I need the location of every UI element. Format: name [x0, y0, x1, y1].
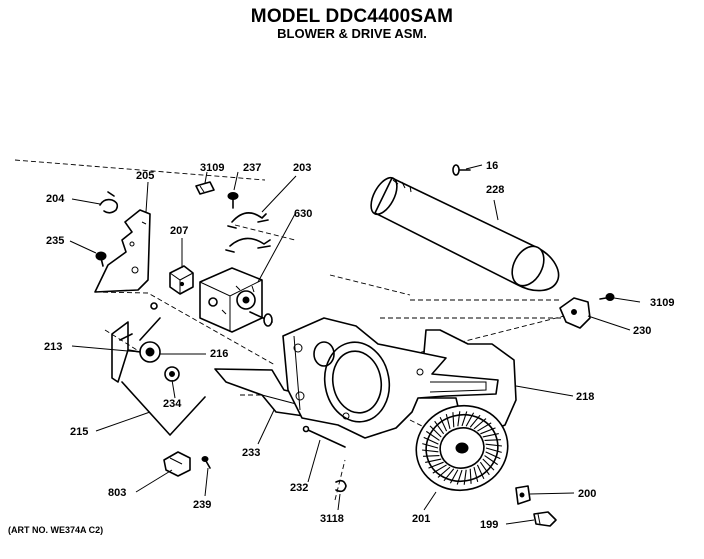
lamp-199[interactable] — [533, 511, 557, 527]
label-239: 239 — [193, 499, 211, 511]
blower-vane — [439, 416, 448, 432]
blower-housing-218[interactable] — [282, 317, 517, 439]
label-215: 215 — [70, 426, 88, 438]
blower-vane — [469, 414, 481, 428]
screw-3109-top[interactable] — [195, 181, 215, 195]
label-16: 16 — [486, 160, 498, 172]
blower-vane — [437, 466, 451, 478]
idler-pulley-234[interactable] — [164, 366, 180, 382]
blower-vane — [434, 420, 445, 435]
blower-vane — [422, 443, 439, 449]
blower-vane — [477, 422, 492, 432]
motor-630[interactable] — [199, 267, 273, 333]
clip-204[interactable] — [99, 191, 119, 214]
idler-assembly-213[interactable] — [111, 302, 161, 383]
diagram-title: MODEL DDC4400SAM — [250, 6, 454, 27]
label-218: 218 — [576, 391, 594, 403]
label-205: 205 — [136, 170, 154, 182]
blower-vane — [443, 468, 455, 482]
screw-239[interactable] — [201, 456, 211, 469]
label-203: 203 — [293, 162, 311, 174]
label-213: 213 — [44, 341, 62, 353]
label-207: 207 — [170, 225, 188, 237]
blower-vane — [425, 458, 442, 463]
label-3109-top: 3109 — [200, 162, 224, 174]
rod-232[interactable] — [302, 425, 346, 448]
blower-vane — [484, 439, 501, 441]
blower-vane — [476, 464, 485, 480]
label-204: 204 — [46, 193, 65, 205]
part-labels: 16 228 3109 237 203 630 204 205 207 235 … — [44, 160, 674, 531]
label-237: 237 — [243, 162, 261, 174]
blower-vane — [423, 455, 440, 457]
label-201: 201 — [412, 513, 430, 525]
blower-vane — [457, 411, 461, 427]
bracket-803[interactable] — [163, 451, 191, 477]
clip-3118[interactable] — [335, 479, 347, 493]
blower-vane — [469, 468, 472, 484]
label-3118: 3118 — [320, 513, 344, 525]
label-216: 216 — [210, 348, 228, 360]
label-232: 232 — [290, 482, 308, 494]
blower-wheel-201[interactable] — [407, 396, 518, 501]
blower-vane — [421, 449, 439, 453]
art-number: (ART NO. WE374A C2) — [8, 525, 104, 535]
bracket-230[interactable] — [559, 297, 591, 329]
blower-vane — [461, 411, 468, 427]
blower-vane — [484, 455, 498, 466]
label-235: 235 — [46, 235, 64, 247]
blower-vane — [445, 414, 451, 430]
blower-vane — [428, 461, 444, 469]
blower-vane — [432, 464, 447, 474]
label-228: 228 — [486, 184, 504, 196]
switch-200[interactable] — [515, 485, 531, 505]
blower-vane — [482, 433, 499, 438]
strap-203[interactable] — [225, 212, 271, 253]
label-233: 233 — [242, 447, 260, 459]
label-199: 199 — [480, 519, 498, 531]
spring-rod-215[interactable] — [121, 381, 206, 436]
blower-vane — [456, 469, 463, 485]
blower-vane — [485, 443, 503, 447]
blower-wheel-vanes — [421, 411, 503, 485]
blower-vane — [480, 427, 496, 435]
blower-vane — [426, 430, 440, 441]
blower-vane — [452, 412, 455, 428]
switch-207[interactable] — [169, 265, 194, 295]
label-630: 630 — [294, 208, 312, 220]
blower-vane — [463, 469, 467, 485]
label-234: 234 — [163, 398, 182, 410]
blower-vane — [465, 412, 475, 427]
blower-vane — [482, 458, 495, 471]
label-3109-right: 3109 — [650, 297, 674, 309]
screw-16[interactable] — [452, 164, 471, 176]
blower-vane — [479, 461, 490, 476]
duct-tube-228[interactable] — [366, 174, 560, 292]
blower-vane — [485, 447, 502, 453]
screw-235[interactable] — [95, 251, 107, 267]
blower-vane — [485, 451, 501, 460]
label-230: 230 — [633, 325, 651, 337]
label-200: 200 — [578, 488, 596, 500]
bracket-205[interactable] — [94, 209, 151, 293]
diagram-subtitle: BLOWER & DRIVE ASM. — [277, 26, 427, 41]
blower-vane — [449, 469, 459, 484]
screw-237[interactable] — [227, 192, 239, 209]
label-803: 803 — [108, 487, 126, 499]
screw-3109-right[interactable] — [599, 293, 615, 301]
leader-lines — [69, 164, 641, 525]
blower-vane — [429, 425, 442, 438]
blower-vane — [473, 466, 479, 482]
blower-vane — [423, 436, 439, 445]
blower-vane — [473, 418, 487, 430]
